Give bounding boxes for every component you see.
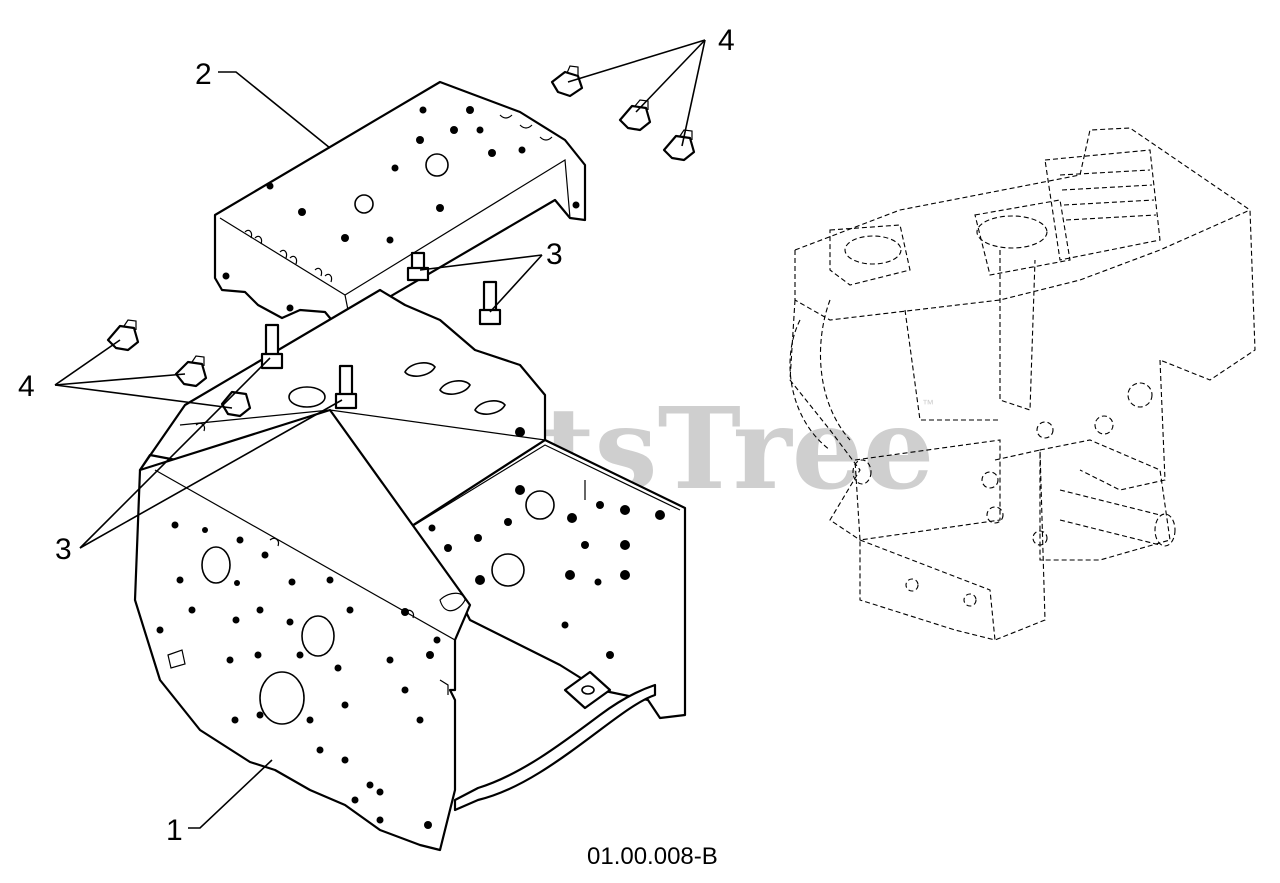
callout-3-left: 3	[55, 533, 72, 566]
part-4-nut-top-b	[618, 99, 652, 132]
part-3-bolt-left-a	[260, 323, 284, 370]
drawing-code: 01.00.008-B	[587, 843, 718, 870]
part-3-bolt-top-b	[478, 280, 502, 326]
callout-4-top: 4	[718, 24, 735, 57]
part-4-nut-left-b	[174, 355, 208, 388]
engine-outline	[789, 127, 1256, 641]
callout-4-left: 4	[18, 370, 35, 403]
part-4-nut-top-c	[662, 129, 696, 162]
callout-2: 2	[195, 58, 212, 91]
part-1-main-frame	[133, 288, 687, 852]
callout-3-top: 3	[546, 238, 563, 271]
part-4-nut-top-a	[550, 65, 584, 98]
callout-1: 1	[166, 814, 183, 847]
watermark-trademark: ™	[922, 397, 934, 411]
part-3-bolt-top-a	[406, 251, 430, 282]
leader-lines	[54, 39, 706, 829]
